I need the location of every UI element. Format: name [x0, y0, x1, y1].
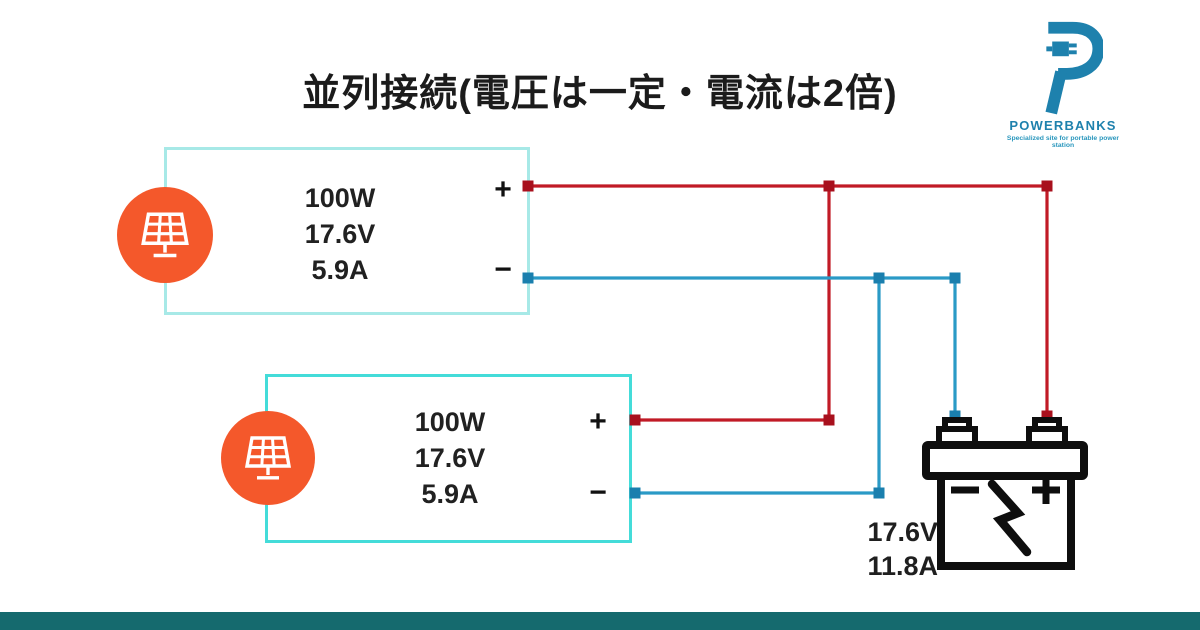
panel-1-voltage: 17.6V: [304, 219, 376, 249]
panel-2-current: 5.9A: [421, 479, 479, 509]
panel-2-minus-terminal-label: −: [589, 476, 607, 509]
battery-current-label: 11.8A: [867, 551, 938, 581]
solar-panel-icon: [141, 212, 189, 258]
panel-1-specs: 100W 17.6V 5.9A: [250, 180, 430, 288]
brand-tagline: Specialized site for portable power stat…: [1006, 135, 1120, 149]
panel-2-plus-terminal-label: +: [589, 405, 607, 438]
battery-icon: [922, 417, 1088, 570]
panel-1-plus-terminal-label: +: [494, 173, 512, 206]
panel-2-power: 100W: [414, 407, 486, 437]
brand-logo: POWERBANKS Specialized site for portable…: [998, 18, 1128, 149]
solar-panel-badge-1: [117, 187, 213, 283]
footer-stripe: [0, 612, 1200, 630]
solar-panel-icon: [244, 436, 292, 480]
panel-1-power: 100W: [304, 183, 376, 213]
page-title: 並列接続(電圧は一定・電流は2倍): [302, 73, 898, 115]
solar-panel-box-1: [164, 147, 530, 315]
panel-1-current: 5.9A: [311, 255, 369, 285]
panel-1-minus-terminal-label: −: [494, 253, 512, 286]
battery-voltage-label: 17.6V: [867, 517, 938, 547]
brand-name: POWERBANKS: [1009, 118, 1117, 133]
panel-2-voltage: 17.6V: [414, 443, 486, 473]
panel-2-specs: 100W 17.6V 5.9A: [360, 404, 540, 512]
powerbanks-p-plug-icon: [1045, 21, 1103, 115]
solar-panel-badge-2: [221, 411, 315, 505]
